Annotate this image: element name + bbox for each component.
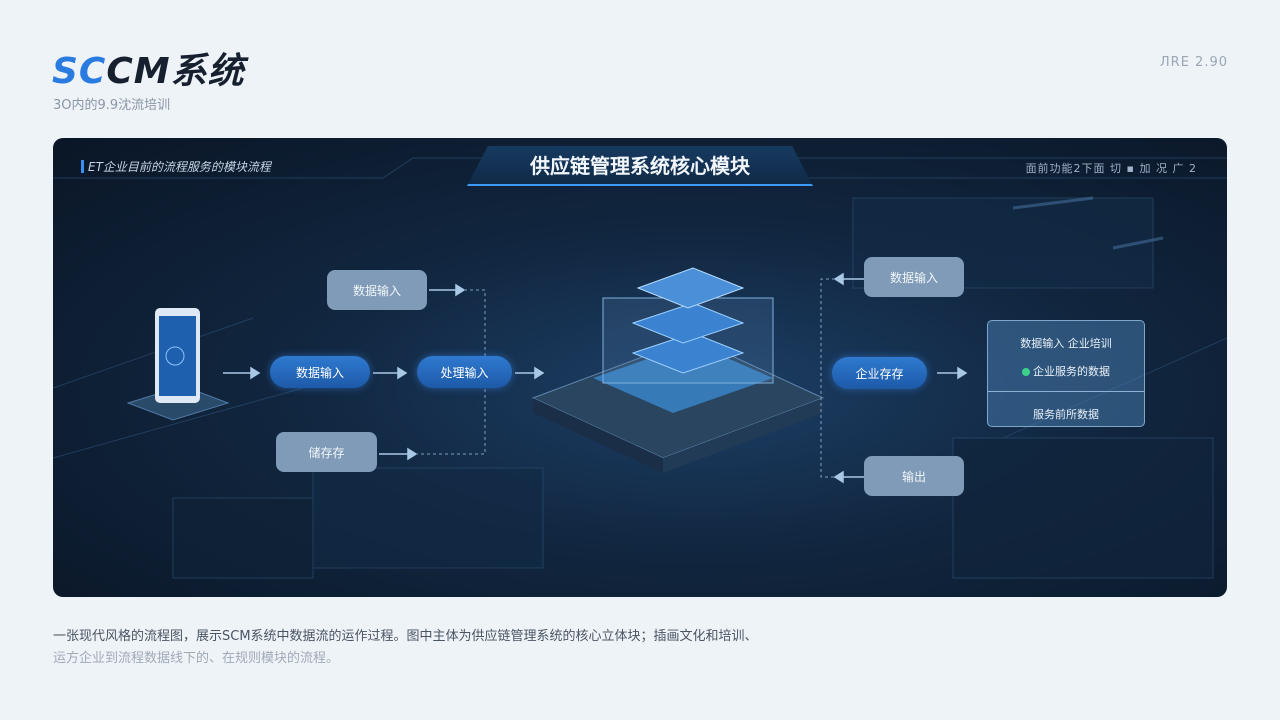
node-storage[interactable]: 储存存 xyxy=(276,432,377,472)
node-process-input[interactable]: 处理输入 xyxy=(417,356,512,388)
status-dot-icon xyxy=(1022,368,1030,376)
logo: SCCM系统 xyxy=(52,51,245,92)
subtitle: 3O内的9.9沈流培训 xyxy=(53,98,171,113)
divider xyxy=(988,391,1144,392)
info-card: 数据输入 企业培训 企业服务的数据 服务前所数据 xyxy=(987,320,1145,427)
diagram-panel: ET企业目前的流程服务的模块流程 供应链管理系统核心模块 面前功能2下面 切 ▪… xyxy=(53,138,1227,597)
caption: 一张现代风格的流程图，展示SCM系统中数据流的运作过程。图中主体为供应链管理系统… xyxy=(53,629,758,666)
node-data-input[interactable]: 数据输入 xyxy=(270,356,370,388)
info-card-row: 数据输入 企业培训 xyxy=(1020,337,1112,350)
phone-illustration xyxy=(126,308,230,421)
node-output[interactable]: 输出 xyxy=(864,456,964,496)
core-module-illustration xyxy=(531,267,825,473)
panel-top-left-label: ET企业目前的流程服务的模块流程 xyxy=(81,158,271,175)
panel-title: 供应链管理系统核心模块 xyxy=(467,146,813,186)
info-card-row: 企业服务的数据 xyxy=(988,363,1144,379)
page-label: ЛRE 2.90 xyxy=(1159,55,1228,70)
info-card-row: 服务前所数据 xyxy=(1033,408,1099,421)
node-data-input-top[interactable]: 数据输入 xyxy=(327,270,427,310)
circuit-background xyxy=(53,157,1227,579)
node-data-input-right[interactable]: 数据输入 xyxy=(864,257,964,297)
panel-top-right-label: 面前功能2下面 切 ▪ 加 况 广 2 xyxy=(1025,162,1197,175)
node-enterprise-storage[interactable]: 企业存存 xyxy=(832,357,927,389)
